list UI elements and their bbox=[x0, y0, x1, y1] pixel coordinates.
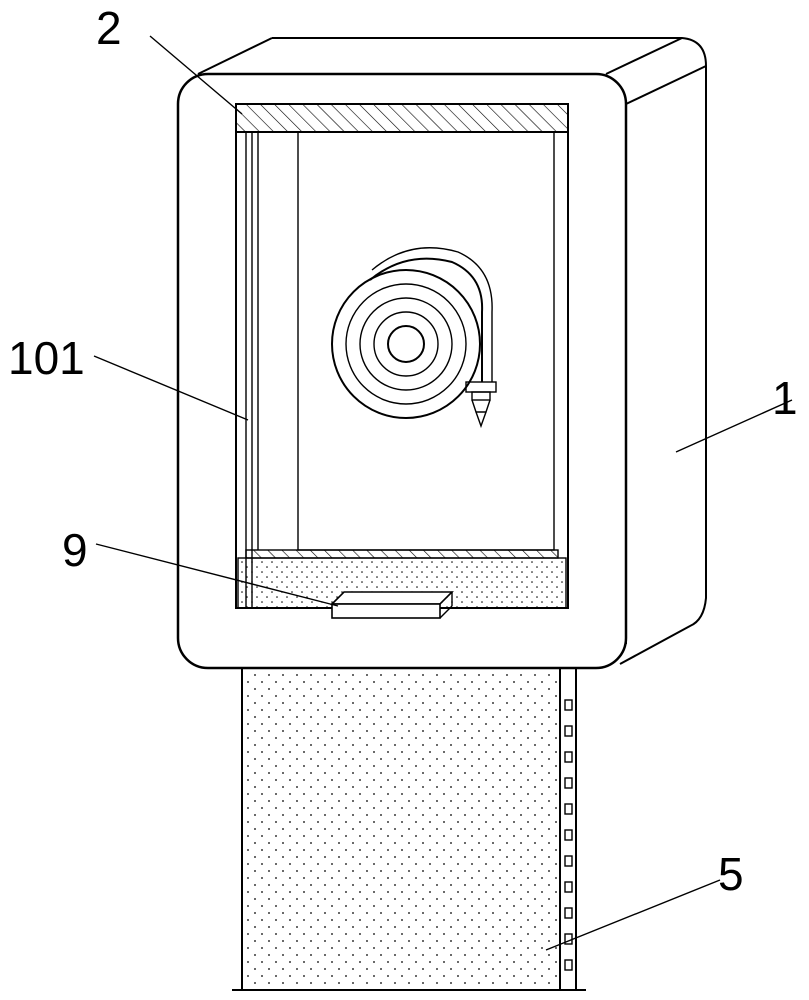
callout-101: 101 bbox=[8, 332, 85, 384]
leader-lines bbox=[93, 35, 793, 951]
callout-2: 2 bbox=[96, 2, 122, 54]
left-side-panel bbox=[245, 131, 298, 608]
hose-reel bbox=[331, 247, 497, 429]
callout-5: 5 bbox=[718, 848, 744, 900]
callout-1: 1 bbox=[772, 372, 798, 424]
top-hatched-strip bbox=[235, 103, 569, 133]
post-fastener-column bbox=[564, 699, 573, 971]
drawer-handle bbox=[330, 591, 454, 619]
cabinet-opening bbox=[235, 103, 569, 619]
support-post bbox=[232, 667, 586, 991]
callout-9: 9 bbox=[62, 524, 88, 576]
hose-nozzle-icon bbox=[465, 381, 497, 429]
